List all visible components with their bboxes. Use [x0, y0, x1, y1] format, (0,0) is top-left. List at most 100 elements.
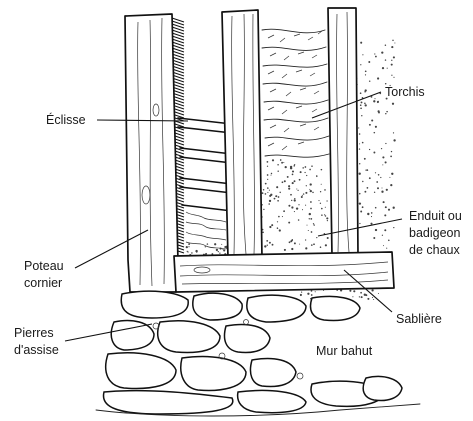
- stipple-dot: [291, 200, 292, 201]
- stipple-dot: [214, 243, 216, 245]
- label-pierres-line1: Pierres: [14, 326, 54, 340]
- stipple-dot: [191, 252, 192, 253]
- stipple-dot: [288, 222, 290, 224]
- stipple-dot: [311, 231, 313, 233]
- stipple-dot: [277, 170, 278, 171]
- stipple-dot: [392, 40, 393, 41]
- stipple-dot: [282, 216, 283, 217]
- stipple-dot: [321, 208, 323, 210]
- stipple-dot: [381, 51, 383, 53]
- stipple-dot: [373, 299, 374, 300]
- stipple-dot: [386, 111, 388, 113]
- stipple-dot: [371, 216, 372, 217]
- stipple-dot: [369, 80, 370, 81]
- label-torchis: Torchis: [385, 85, 425, 99]
- stipple-dot: [327, 237, 329, 239]
- stipple-dot: [360, 42, 362, 44]
- stipple-dot: [320, 191, 321, 192]
- stipple-dot: [384, 214, 386, 216]
- stipple-dot: [291, 206, 293, 208]
- stipple-dot: [318, 200, 319, 201]
- stipple-dot: [269, 226, 271, 228]
- stipple-dot: [393, 227, 394, 228]
- stipple-dot: [391, 173, 393, 175]
- stipple-dot: [292, 170, 294, 172]
- stipple-dot: [288, 185, 290, 187]
- stipple-dot: [359, 193, 360, 194]
- label-enduit-line2: badigeon: [409, 226, 460, 240]
- stipple-dot: [297, 190, 298, 191]
- stipple-dot: [311, 294, 313, 296]
- stipple-dot: [188, 243, 190, 245]
- stipple-dot: [276, 186, 278, 188]
- stipple-dot: [375, 172, 376, 173]
- stipple-dot: [294, 242, 296, 244]
- stipple-dot: [371, 119, 373, 121]
- stipple-dot: [262, 232, 264, 234]
- stipple-dot: [310, 208, 312, 210]
- stipple-dot: [320, 203, 321, 204]
- label-enduit-line1: Enduit ou: [409, 209, 462, 223]
- stipple-dot: [375, 207, 377, 209]
- stipple-dot: [267, 179, 268, 180]
- right-post: [328, 8, 358, 256]
- stipple-dot: [262, 192, 264, 194]
- stipple-dot: [284, 180, 286, 182]
- stipple-dot: [274, 198, 276, 200]
- stipple-dot: [290, 166, 292, 168]
- stipple-dot: [365, 74, 366, 75]
- stipple-dot: [299, 179, 301, 181]
- stipple-dot: [373, 237, 375, 239]
- stipple-dot: [376, 181, 378, 183]
- stipple-dot: [386, 189, 388, 191]
- stipple-dot: [302, 209, 303, 210]
- stipple-dot: [375, 229, 377, 231]
- stipple-dot: [385, 113, 386, 114]
- stipple-dot: [374, 53, 375, 54]
- stipple-dot: [390, 156, 392, 158]
- stipple-dot: [277, 164, 279, 166]
- label-pierres-line2: d'assise: [14, 343, 59, 357]
- stipple-dot: [359, 202, 361, 204]
- stipple-dot: [360, 64, 361, 65]
- stipple-dot: [371, 212, 373, 214]
- stipple-dot: [386, 248, 387, 249]
- stipple-dot: [272, 244, 274, 246]
- stipple-dot: [362, 181, 363, 182]
- stipple-dot: [303, 193, 304, 194]
- stipple-dot: [383, 201, 385, 203]
- eclisse-laths: [178, 118, 232, 249]
- stipple-dot: [374, 98, 375, 99]
- stipple-dot: [359, 148, 360, 149]
- stipple-dot: [279, 192, 280, 193]
- stipple-dot: [268, 203, 270, 205]
- stipple-dot: [276, 195, 277, 196]
- stipple-dot: [277, 200, 279, 202]
- stipple-dot: [359, 133, 361, 135]
- stipple-dot: [307, 293, 309, 295]
- stipple-dot: [281, 162, 283, 164]
- stipple-dot: [374, 132, 376, 134]
- stipple-dot: [271, 173, 272, 174]
- stipple-dot: [359, 143, 360, 144]
- stipple-dot: [382, 164, 383, 165]
- stipple-dot: [300, 171, 302, 173]
- stipple-dot: [294, 198, 295, 199]
- stipple-dot: [224, 246, 226, 248]
- stipple-dot: [195, 250, 197, 252]
- stipple-dot: [368, 61, 370, 63]
- stipple-dot: [265, 183, 267, 185]
- label-poteau-line1: Poteau: [24, 259, 64, 273]
- stipple-dot: [310, 183, 312, 185]
- stipple-dot: [321, 184, 322, 185]
- stipple-dot: [392, 103, 394, 105]
- stipple-dot: [205, 246, 206, 247]
- label-eclisse: Éclisse: [46, 112, 86, 127]
- stipple-dot: [393, 207, 395, 209]
- stipple-dot: [207, 243, 208, 244]
- stipple-dot: [305, 247, 307, 249]
- stipple-dot: [378, 293, 379, 294]
- stipple-dot: [375, 56, 377, 58]
- stipple-dot: [304, 172, 305, 173]
- stipple-dot: [387, 68, 388, 69]
